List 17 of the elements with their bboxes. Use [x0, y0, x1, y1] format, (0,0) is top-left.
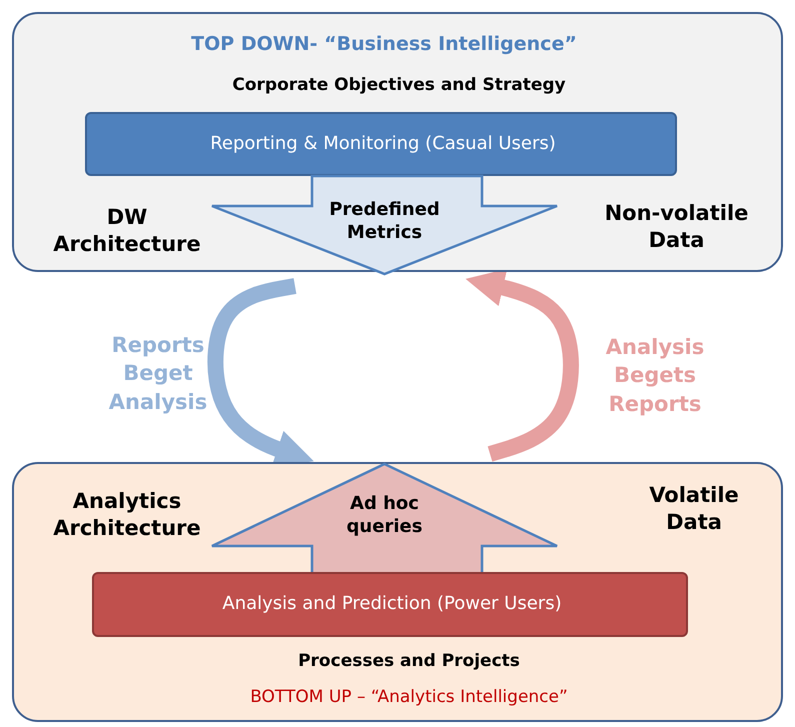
arrow-label: Ad hoc queries — [346, 492, 424, 539]
bar-label: Analysis and Prediction (Power Users) — [221, 592, 563, 616]
reporting-bar — [85, 112, 677, 176]
side-label: Analytics Architecture — [52, 488, 202, 542]
panel-title: BOTTOM UP – “Analytics Intelligence” — [249, 686, 569, 708]
panel-title: TOP DOWN- “Business Intelligence” — [190, 32, 578, 57]
side-label: Non-volatile Data — [604, 200, 750, 254]
edge-label: Analysis Begets Reports — [604, 334, 706, 418]
side-label: Volatile Data — [648, 482, 740, 536]
bar-label: Reporting & Monitoring (Casual Users) — [209, 132, 557, 156]
arrow-label: Predefined Metrics — [328, 198, 441, 245]
bottom-panel — [12, 462, 783, 722]
panel-subtitle: Corporate Objectives and Strategy — [231, 74, 567, 96]
edge-label: Reports Beget Analysis — [108, 332, 208, 416]
side-label: DW Architecture — [52, 204, 202, 258]
panel-footer: Processes and Projects — [174, 650, 644, 672]
analysis-bar — [92, 572, 688, 637]
